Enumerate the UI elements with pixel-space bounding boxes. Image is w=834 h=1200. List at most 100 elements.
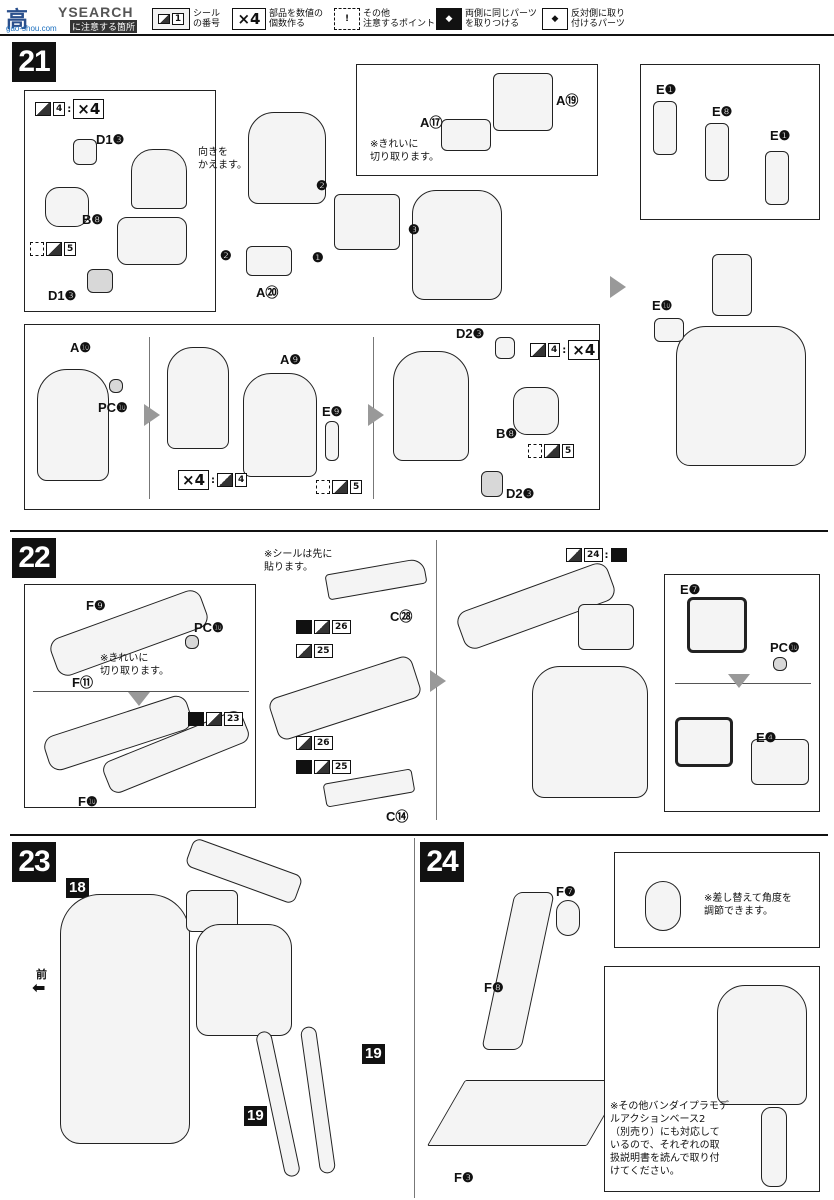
- sticker-icon: [566, 548, 582, 562]
- sticker-tag-19a: 19: [244, 1106, 267, 1126]
- part-f8-arm: [481, 892, 555, 1050]
- part-e8: [705, 123, 729, 181]
- legend-opposite-side: ◆ 反対側に取り 付けるパーツ: [542, 6, 625, 32]
- part-beam-rod-left: [254, 1029, 302, 1179]
- next-arrow: [610, 276, 626, 298]
- part-backpack-assembly: [196, 924, 292, 1036]
- label-a9: A❾: [280, 352, 302, 367]
- label-a20: A⑳: [256, 285, 279, 300]
- sticker-callout-26a: 26: [296, 620, 351, 634]
- label-pc10: PC❿: [194, 620, 224, 635]
- step21-panel-b8-assembly: 4 : ×4: [24, 90, 216, 312]
- part-c28: [324, 557, 428, 601]
- sticker-callout-24: 24 :: [566, 548, 627, 562]
- label-e1-left: E❶: [656, 82, 677, 97]
- label-a10: A❿: [70, 340, 92, 355]
- step-number-23: 23: [12, 842, 56, 882]
- note-action-base: ※その他バンダイプラモデ ルアクションベース2 （別売り）にも対応して いるので…: [610, 1101, 729, 1177]
- part-b8-lower: [117, 217, 187, 265]
- both-sides-icon: [296, 760, 312, 774]
- next-arrow: [144, 404, 160, 426]
- sticker-callout-mid: ×4 : 4: [178, 470, 248, 490]
- label-f8: F❽: [484, 980, 504, 995]
- legend-other-note: ! その他 注意するポイント: [334, 6, 435, 32]
- label-f10: F❿: [78, 794, 98, 809]
- part-a19: [493, 73, 553, 131]
- part-joint: [645, 881, 681, 931]
- part-d1-lower: [87, 269, 113, 293]
- part-b8-shell: [393, 351, 469, 461]
- sticker-callout-right: 4 : ×4: [530, 340, 600, 360]
- label-e1-right: E❶: [770, 128, 791, 143]
- step-number-24: 24: [420, 842, 464, 882]
- arrow-left-icon: ⬅: [32, 978, 46, 997]
- both-sides-icon: [188, 712, 204, 726]
- sticker-icon: [206, 712, 222, 726]
- label-d1-top: D1❸: [96, 132, 125, 147]
- label-d1-bottom: D1❸: [48, 288, 77, 303]
- sticker-icon: [217, 473, 234, 487]
- step-number-21: 21: [12, 42, 56, 82]
- part-a10: [37, 369, 109, 481]
- label-pc10: PC❿: [98, 400, 128, 415]
- step21-panel-a10-sequence: [24, 324, 600, 510]
- part-shield: [266, 653, 424, 743]
- part-e7-b: [675, 717, 733, 767]
- sticker-callout-25b: 25: [296, 760, 351, 774]
- sticker-tag-19b: 19: [362, 1044, 385, 1064]
- sticker-icon: [544, 444, 560, 458]
- sticker-icon: [296, 644, 312, 658]
- part-action-base-arm: [761, 1107, 787, 1187]
- step24-panel-action-base: [604, 966, 820, 1192]
- part-hip-block: [334, 194, 400, 250]
- sticker-icon: [46, 242, 62, 256]
- legend-make-count: ×4 部品を数値の 個数作る: [232, 6, 323, 32]
- label-step-3: ❸: [408, 222, 420, 237]
- part-e1-right: [765, 151, 789, 205]
- step24-panel-angle: [614, 852, 820, 948]
- sticker-callout-mid-5: 5: [316, 480, 363, 494]
- sticker-callout-4: 4 : ×4: [35, 99, 105, 119]
- part-hip-right: [412, 190, 502, 300]
- label-e9: E❾: [322, 404, 343, 419]
- detail-icon: [528, 444, 542, 458]
- label-e10: E❿: [652, 298, 673, 313]
- sticker-callout-26b: 26: [296, 736, 333, 750]
- part-b8: [45, 187, 89, 227]
- label-d2-bottom: D2❸: [506, 486, 535, 501]
- part-mobile-suit-body: [60, 894, 190, 1144]
- part-d2-top: [495, 337, 515, 359]
- part-e10: [654, 318, 684, 342]
- part-hip-left: [248, 112, 326, 204]
- part-c14: [322, 768, 416, 808]
- logo-sub: に注意する箇所: [70, 20, 138, 33]
- part-f3-base: [426, 1080, 626, 1146]
- part-f7: [556, 900, 580, 936]
- label-f11: F⑪: [72, 675, 93, 690]
- part-a20: [246, 246, 292, 276]
- sticker-tag-18: 18: [66, 878, 89, 898]
- next-arrow: [728, 674, 750, 688]
- step22-panel-e7-e4: [664, 574, 820, 812]
- legend-bar: 高 YSEARCH gao-shou.com に注意する箇所 1 シール の番号…: [0, 0, 834, 36]
- step-number-22: 22: [12, 538, 56, 578]
- sticker-icon: [332, 480, 348, 494]
- both-sides-icon: [296, 620, 312, 634]
- part-pc10: [773, 657, 787, 671]
- label-step-2a: ❷: [316, 178, 328, 193]
- both-sides-icon: [610, 548, 627, 562]
- label-c28: C㉘: [390, 609, 413, 624]
- sticker-icon: [35, 102, 51, 116]
- detail-icon: [316, 480, 330, 494]
- watermark-logo: 高 YSEARCH gao-shou.com に注意する箇所: [2, 2, 152, 33]
- sticker-glyph-icon: [157, 14, 170, 24]
- label-step-2b: ❷: [220, 248, 232, 263]
- note-turn-direction: 向きを かえます。: [198, 147, 247, 171]
- part-e4: [751, 739, 809, 785]
- detail-icon: [30, 242, 44, 256]
- part-e9: [325, 421, 339, 461]
- note-clean-cut-22: ※きれいに 切り取ります。: [100, 653, 169, 677]
- label-e7: E❼: [680, 582, 701, 597]
- label-f9: F❾: [86, 598, 106, 613]
- part-e-stack: [712, 254, 752, 316]
